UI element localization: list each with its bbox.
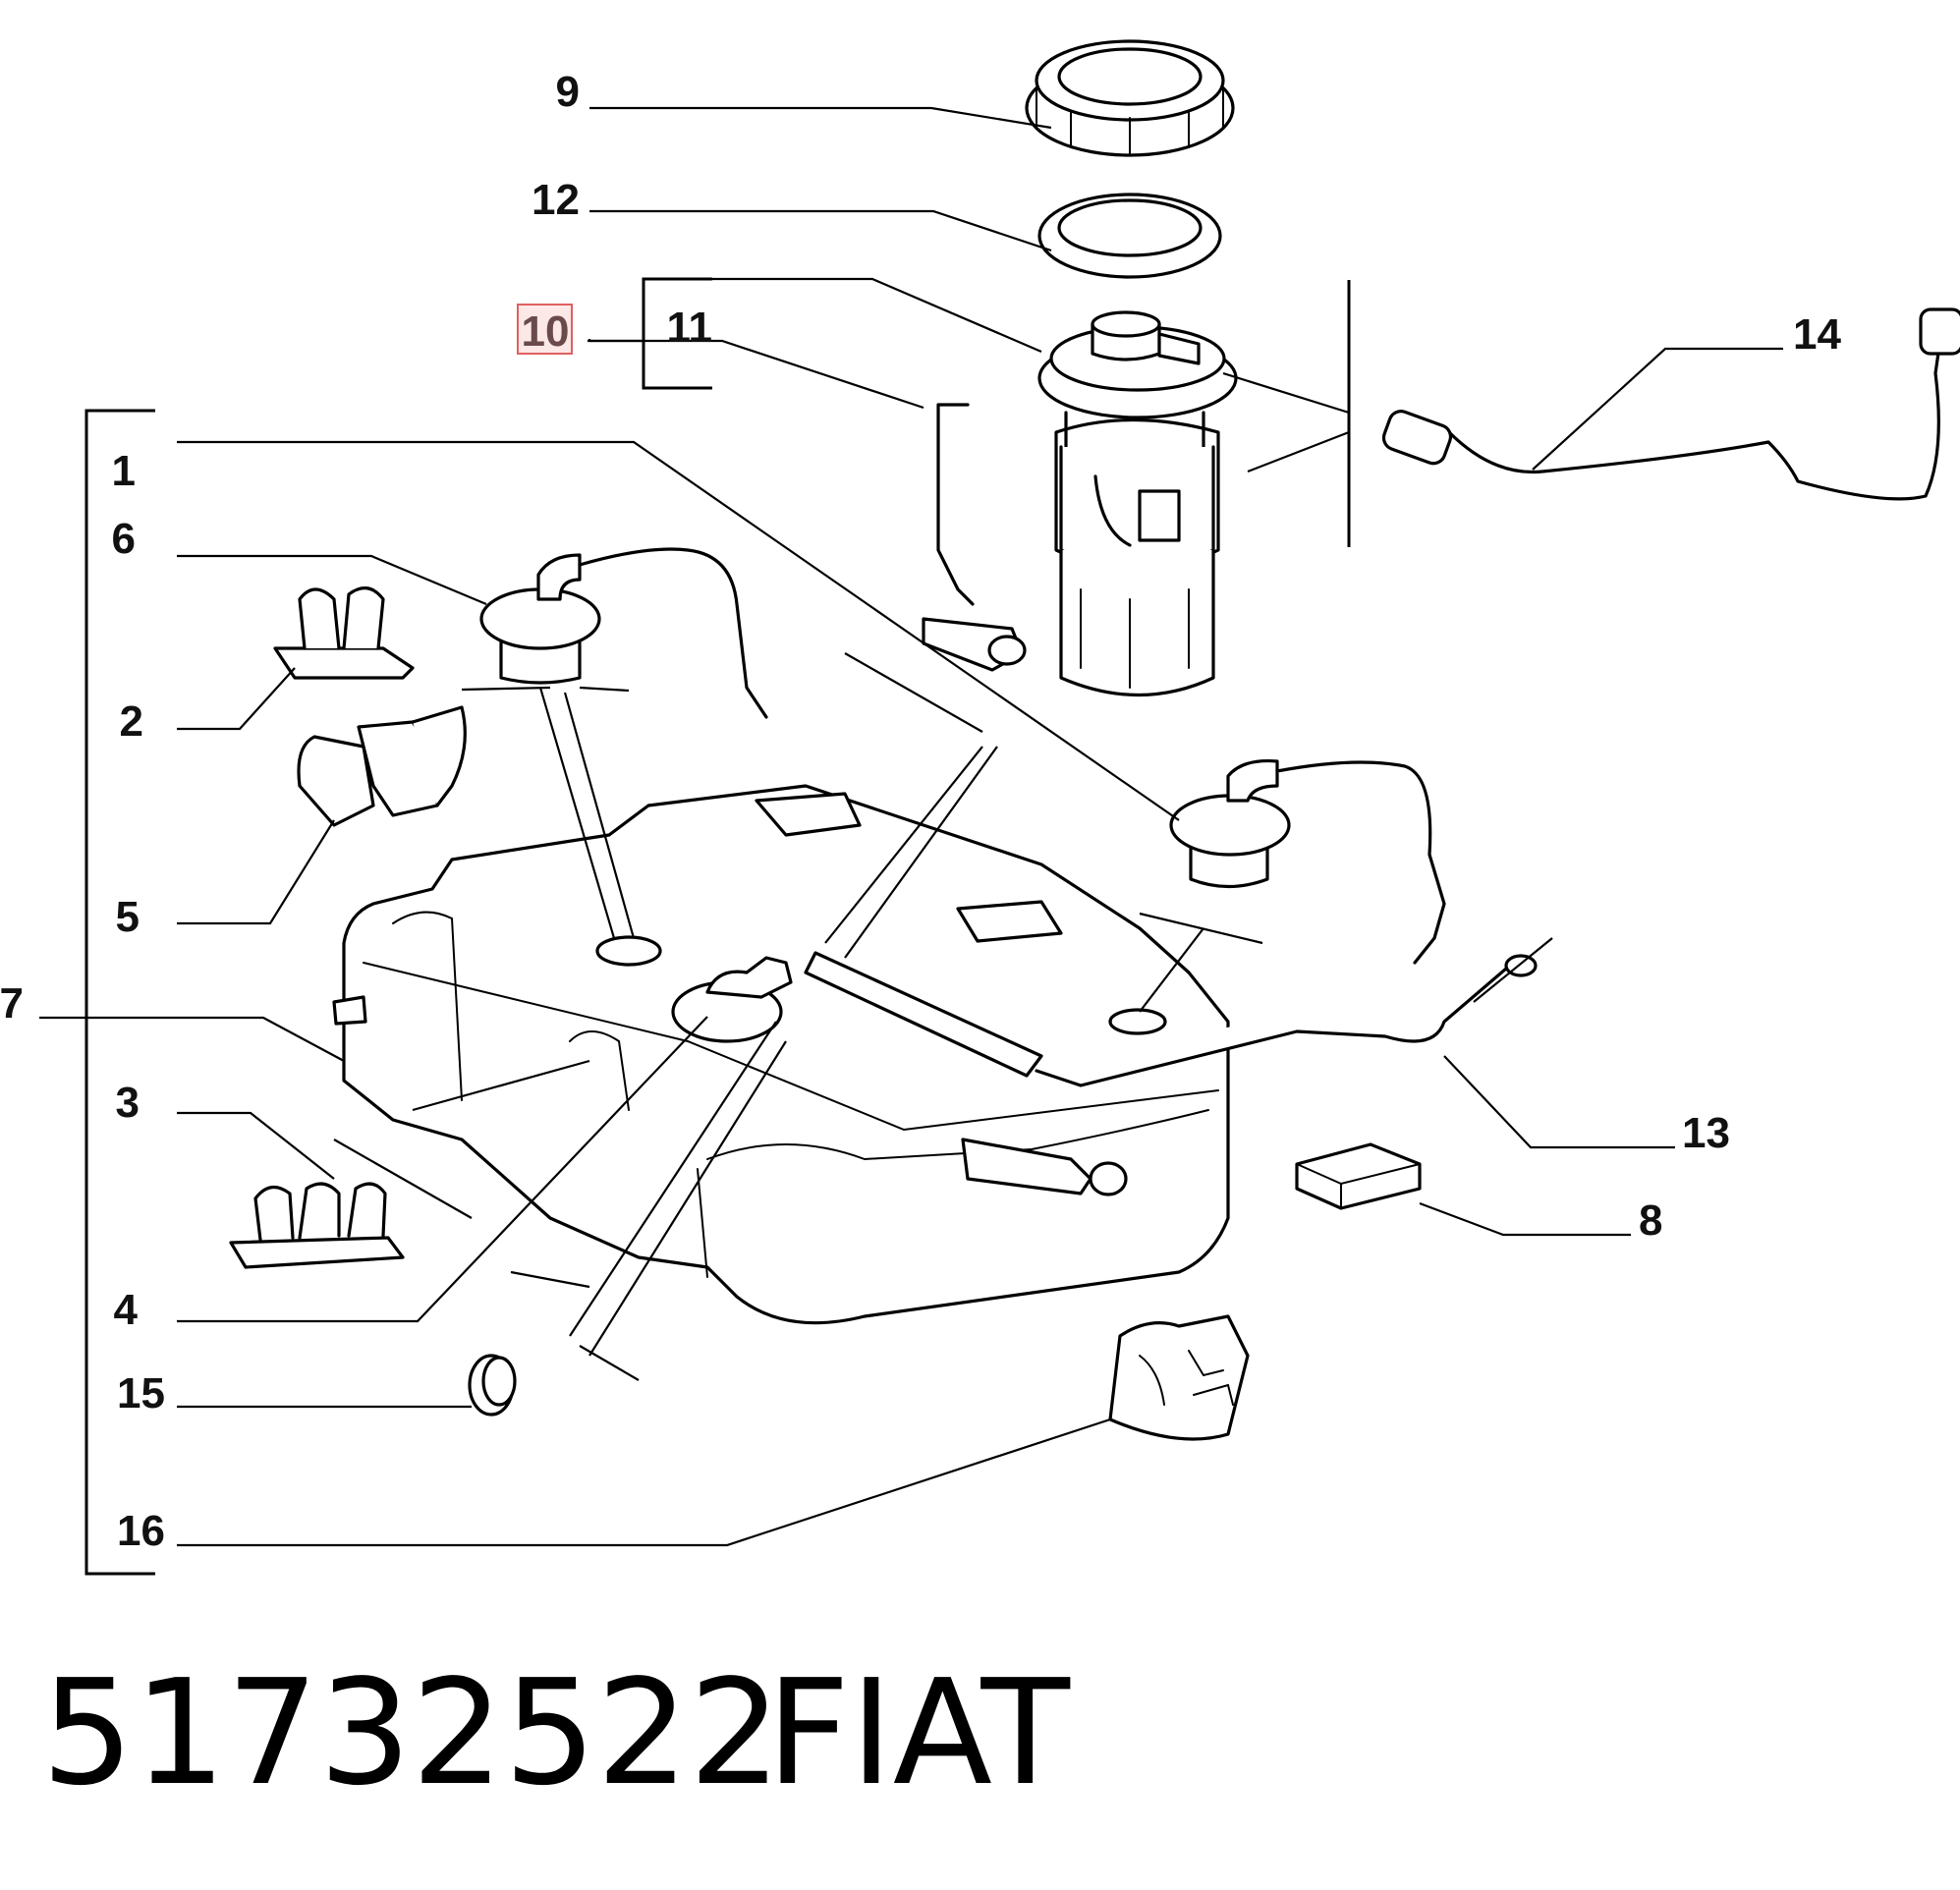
callout-1[interactable]: 1 — [112, 447, 136, 495]
callout-13[interactable]: 13 — [1682, 1109, 1730, 1157]
part-number-caption: 51732522 — [41, 1648, 781, 1817]
gasket-part — [1037, 193, 1222, 279]
fuel-tank-part — [332, 784, 1230, 1325]
callout-2[interactable]: 2 — [120, 697, 143, 746]
pad-8-part — [1295, 1142, 1422, 1210]
callout-15[interactable]: 15 — [117, 1369, 165, 1418]
callout-16[interactable]: 16 — [117, 1507, 165, 1555]
filler-hose-part — [1035, 954, 1538, 1087]
callout-4[interactable]: 4 — [114, 1286, 139, 1334]
vent-valve-upper-part — [479, 547, 768, 719]
callout-14[interactable]: 14 — [1793, 310, 1841, 359]
level-sensor-part — [922, 403, 1027, 672]
callout-11[interactable]: 11 — [666, 304, 712, 352]
connector-cable-part — [1381, 307, 1960, 501]
clip-2-part — [273, 586, 415, 680]
fastening-clip-16-part — [1108, 1314, 1250, 1441]
clip-3-part — [229, 1182, 405, 1269]
left-group-bracket — [84, 409, 155, 1576]
ring-nut-part — [1025, 39, 1235, 157]
callout-10[interactable]: 10 — [522, 307, 570, 356]
double-clip-5-part — [297, 705, 467, 827]
callout-5[interactable]: 5 — [116, 893, 140, 941]
fuel-pump-module-part — [1037, 310, 1238, 696]
brand-caption: FIAT — [766, 1648, 1071, 1817]
callout-10-highlight-box — [517, 304, 573, 355]
hose-clamp-part — [468, 1354, 517, 1417]
callout-8[interactable]: 8 — [1639, 1196, 1662, 1245]
callout-12[interactable]: 12 — [532, 176, 580, 224]
vent-valve-tank-part — [1169, 758, 1446, 965]
callout-6[interactable]: 6 — [112, 515, 136, 563]
pump-group-bracket — [642, 277, 712, 390]
callout-7[interactable]: 7 — [0, 979, 24, 1028]
callout-9[interactable]: 9 — [556, 68, 580, 116]
callout-3[interactable]: 3 — [116, 1079, 140, 1127]
leader-lines — [39, 106, 1783, 1547]
